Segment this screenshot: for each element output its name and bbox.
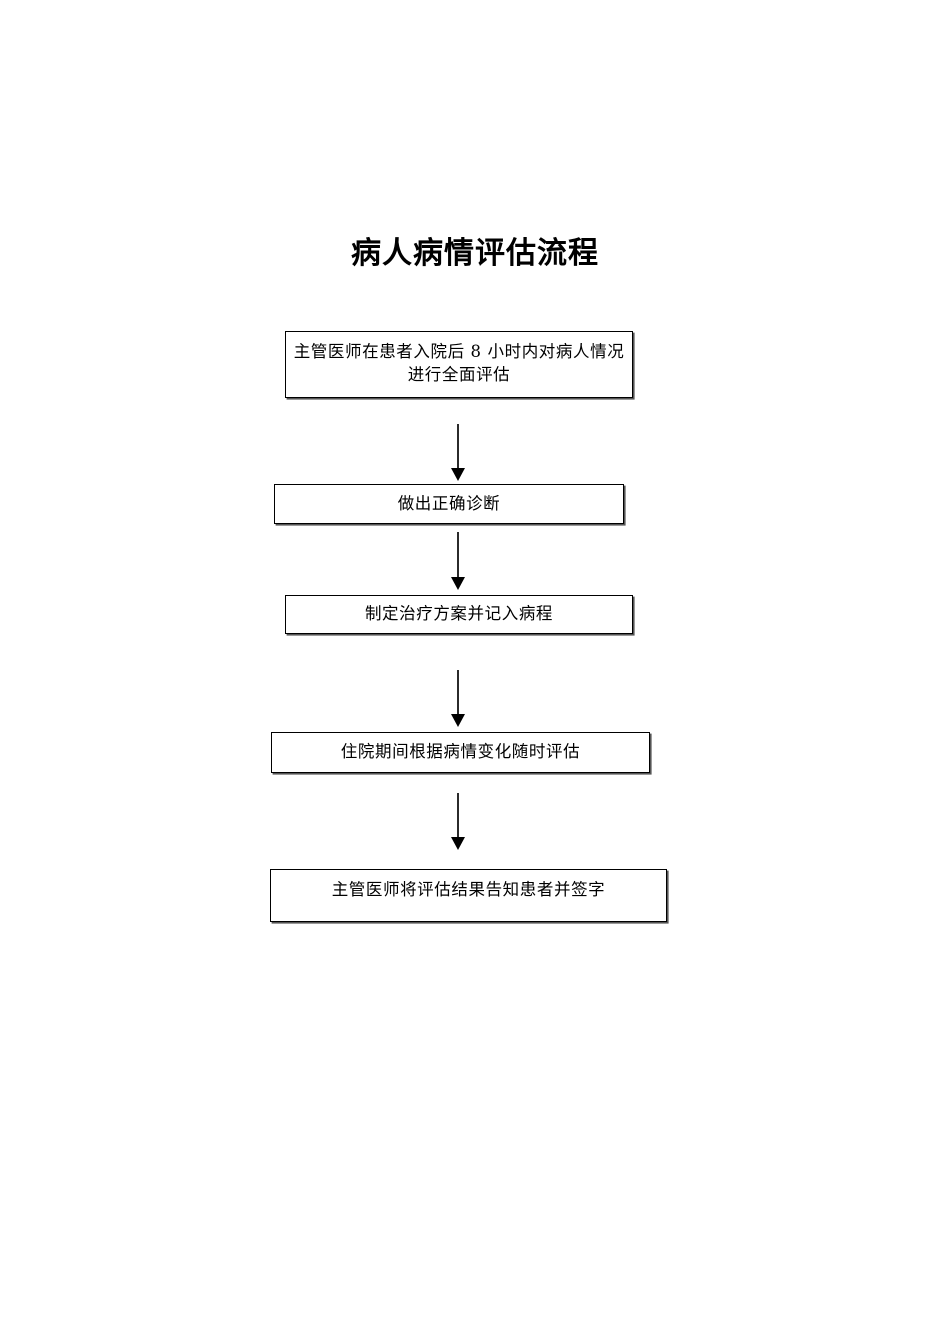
arrow-shaft bbox=[457, 532, 459, 579]
flow-arrow-1 bbox=[447, 424, 469, 482]
flow-node-label: 制定治疗方案并记入病程 bbox=[364, 604, 554, 624]
flow-node-initial-assessment: 主管医师在患者入院后 8 小时内对病人情况进行全面评估 bbox=[285, 331, 633, 398]
flow-node-ongoing-assessment: 住院期间根据病情变化随时评估 bbox=[271, 732, 650, 773]
arrow-head-down-icon bbox=[450, 837, 465, 850]
arrow-head-down-icon bbox=[450, 577, 465, 590]
flow-node-label: 主管医师在患者入院后 8 小时内对病人情况进行全面评估 bbox=[293, 342, 625, 384]
flow-node-label: 做出正确诊断 bbox=[397, 493, 501, 513]
page-title: 病人病情评估流程 bbox=[351, 236, 599, 271]
flow-node-inform-and-sign: 主管医师将评估结果告知患者并签字 bbox=[270, 869, 667, 922]
arrow-head-down-icon bbox=[450, 714, 465, 727]
flow-arrow-4 bbox=[447, 793, 469, 853]
arrow-shaft bbox=[457, 670, 459, 716]
arrow-head-down-icon bbox=[450, 468, 465, 481]
arrow-shaft bbox=[457, 793, 459, 839]
flow-arrow-3 bbox=[447, 670, 469, 729]
flow-node-label: 住院期间根据病情变化随时评估 bbox=[340, 742, 581, 762]
arrow-shaft bbox=[457, 424, 459, 470]
flow-node-treatment-plan: 制定治疗方案并记入病程 bbox=[285, 595, 633, 634]
flow-node-diagnosis: 做出正确诊断 bbox=[274, 484, 624, 524]
flow-node-label: 主管医师将评估结果告知患者并签字 bbox=[331, 880, 606, 899]
flow-arrow-2 bbox=[447, 532, 469, 592]
